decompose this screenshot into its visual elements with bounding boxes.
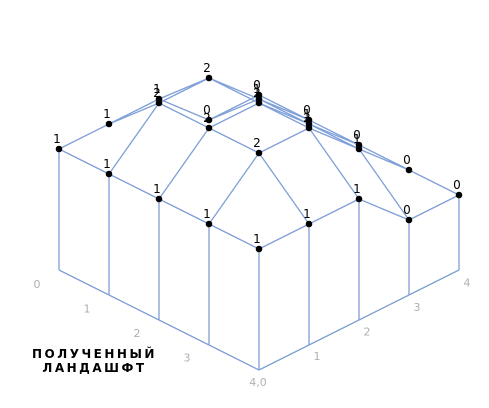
caption-line-1: ПОЛУЧЕННЫЙ bbox=[32, 347, 157, 361]
base-edge bbox=[258, 344, 310, 371]
axis-label-right: 1 bbox=[314, 350, 321, 363]
axis-label-left: 3 bbox=[184, 352, 191, 365]
grid-edge bbox=[308, 127, 360, 200]
grid-edge bbox=[108, 173, 160, 200]
base-edge bbox=[108, 294, 160, 321]
height-label: 2 bbox=[153, 86, 161, 100]
height-label: 1 bbox=[253, 232, 261, 246]
terrain-point bbox=[205, 116, 213, 124]
terrain-point bbox=[155, 99, 163, 107]
grid-edge bbox=[58, 123, 110, 150]
grid-edge bbox=[158, 198, 210, 225]
base-edge bbox=[158, 319, 210, 346]
height-label: 1 bbox=[53, 132, 61, 146]
terrain-point bbox=[255, 149, 263, 157]
terrain-edges bbox=[58, 77, 460, 250]
grid-edge bbox=[408, 194, 460, 221]
grid-edge bbox=[208, 223, 260, 250]
axis-label-right: 3 bbox=[414, 301, 421, 314]
grid-edge bbox=[308, 198, 360, 225]
base-edge bbox=[208, 344, 260, 371]
axis-label-left: 1 bbox=[84, 303, 91, 316]
terrain-point bbox=[305, 124, 313, 132]
terrain-point bbox=[205, 220, 213, 228]
grid-edge bbox=[158, 127, 210, 200]
height-label: 1 bbox=[253, 82, 261, 96]
terrain-point bbox=[105, 120, 113, 128]
terrain-point bbox=[305, 220, 313, 228]
height-label: 2 bbox=[253, 86, 261, 100]
base-edge bbox=[308, 319, 360, 346]
grid-edge bbox=[208, 77, 260, 100]
base-edge bbox=[358, 294, 410, 321]
axis-label-right: 2 bbox=[364, 326, 371, 339]
terrain-point bbox=[255, 99, 263, 107]
grid-edge bbox=[258, 102, 310, 125]
height-label: 1 bbox=[303, 207, 311, 221]
diagram-caption: ПОЛУЧЕННЫЙ ЛАНДАШФТ bbox=[32, 347, 157, 375]
terrain-point bbox=[405, 216, 413, 224]
base-edge bbox=[58, 269, 110, 296]
axis-label-corner: 4,0 bbox=[249, 376, 267, 389]
grid-edge bbox=[358, 148, 410, 171]
axis-labels: 0 1 2 3 1 2 3 4 4,0 bbox=[34, 277, 471, 390]
height-label: 0 bbox=[303, 103, 311, 117]
caption-line-2: ЛАНДАШФТ bbox=[42, 361, 147, 375]
axis-label-left: 2 bbox=[134, 327, 141, 340]
terrain-point bbox=[355, 145, 363, 153]
grid-edge bbox=[308, 123, 360, 146]
base-walls bbox=[58, 149, 460, 371]
grid-edge bbox=[58, 148, 110, 175]
height-label: 1 bbox=[353, 132, 361, 146]
grid-edge bbox=[208, 127, 260, 154]
terrain-point bbox=[205, 124, 213, 132]
height-label: 1 bbox=[103, 157, 111, 171]
height-label: 2 bbox=[203, 61, 211, 75]
grid-edge bbox=[308, 127, 360, 150]
height-label: 2 bbox=[303, 111, 311, 125]
grid-edge bbox=[258, 98, 310, 121]
terrain-point bbox=[405, 166, 413, 174]
terrain-points bbox=[55, 74, 463, 253]
height-label: 0 bbox=[353, 128, 361, 142]
height-label: 2 bbox=[253, 136, 261, 150]
grid-edge bbox=[208, 152, 260, 225]
height-label: 0 bbox=[403, 203, 411, 217]
height-label: 0 bbox=[203, 103, 211, 117]
terrain-point bbox=[105, 170, 113, 178]
grid-edge bbox=[158, 102, 210, 129]
grid-edge bbox=[158, 98, 210, 121]
base-edge bbox=[408, 269, 460, 296]
grid-edge bbox=[258, 223, 310, 250]
terrain-point bbox=[155, 195, 163, 203]
axis-label-right: 4 bbox=[464, 277, 471, 290]
grid-edge bbox=[258, 152, 310, 225]
terrain-point bbox=[455, 191, 463, 199]
height-label: 2 bbox=[203, 111, 211, 125]
height-label: 1 bbox=[153, 182, 161, 196]
terrain-point bbox=[355, 195, 363, 203]
height-label: 1 bbox=[203, 207, 211, 221]
height-label: 1 bbox=[103, 107, 111, 121]
grid-edge bbox=[258, 127, 310, 154]
grid-edge bbox=[158, 77, 210, 104]
terrain-point bbox=[205, 74, 213, 82]
grid-edge bbox=[408, 169, 460, 196]
axis-label-left: 0 bbox=[34, 278, 41, 291]
grid-edge bbox=[358, 148, 410, 221]
grid-edge bbox=[108, 98, 160, 125]
grid-edge bbox=[208, 102, 260, 129]
terrain-point bbox=[55, 145, 63, 153]
height-label: 0 bbox=[253, 78, 261, 92]
height-label: 1 bbox=[153, 82, 161, 96]
grid-edge bbox=[358, 198, 410, 221]
height-label: 1 bbox=[303, 107, 311, 121]
terrain-point bbox=[255, 245, 263, 253]
height-label: 0 bbox=[403, 153, 411, 167]
height-label: 0 bbox=[453, 178, 461, 192]
height-label: 1 bbox=[353, 182, 361, 196]
grid-edge bbox=[108, 102, 160, 175]
